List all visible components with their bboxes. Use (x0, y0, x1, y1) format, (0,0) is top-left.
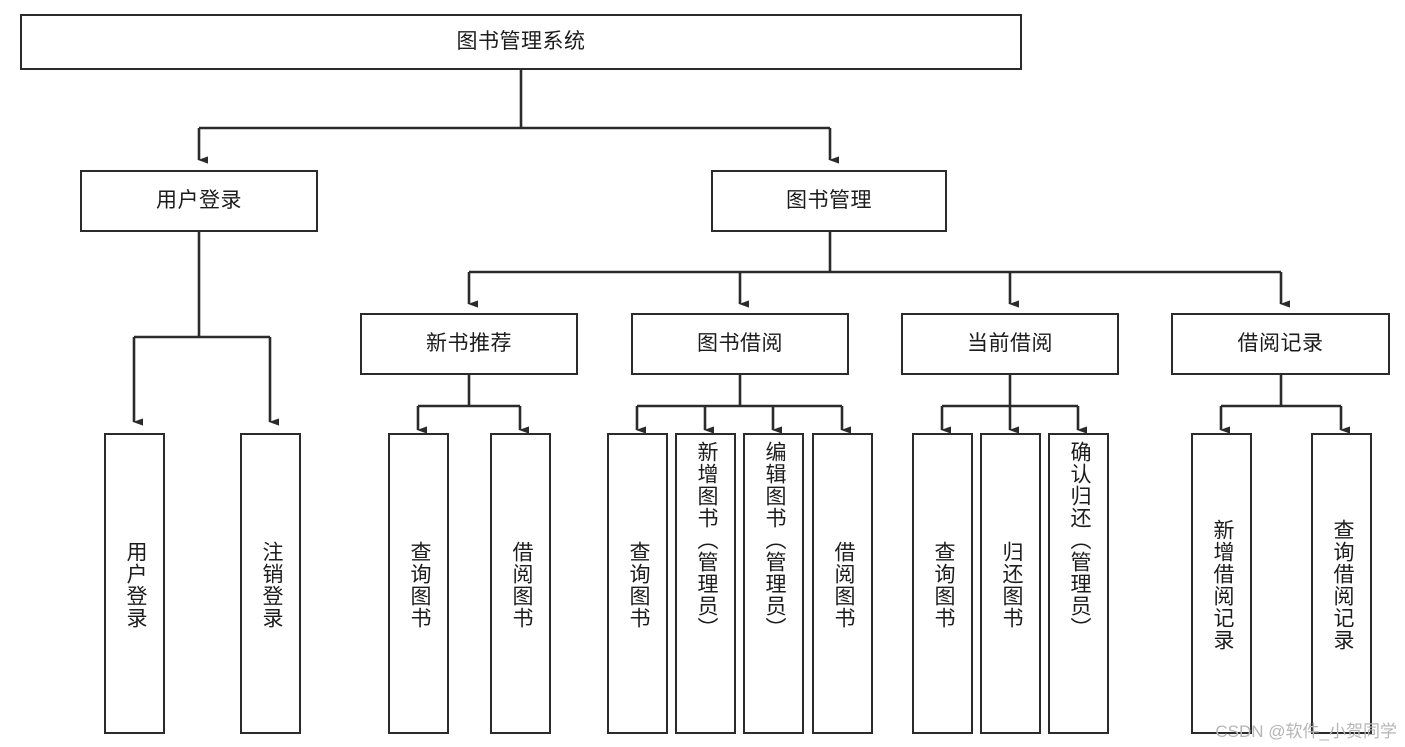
node-leaf-borrow-book-1[interactable]: 借阅图书 (490, 433, 551, 734)
node-leaf-confirm-return-label: 确认归还（管理员） (1067, 441, 1091, 639)
node-leaf-return-book[interactable]: 归还图书 (980, 433, 1041, 734)
node-leaf-add-book-label: 新增图书（管理员） (694, 441, 718, 639)
node-borrow-record[interactable]: 借阅记录 (1171, 313, 1390, 375)
node-user-login[interactable]: 用户登录 (80, 170, 318, 232)
node-leaf-edit-book[interactable]: 编辑图书（管理员） (743, 433, 804, 734)
node-leaf-user-logout-label: 注销登录 (259, 540, 283, 629)
node-book-manage-label: 图书管理 (786, 189, 872, 213)
node-leaf-query-book-2[interactable]: 查询图书 (607, 433, 668, 734)
node-borrow-record-label: 借阅记录 (1237, 332, 1324, 356)
node-leaf-query-book-3[interactable]: 查询图书 (912, 433, 973, 734)
node-leaf-return-book-label: 归还图书 (999, 540, 1023, 629)
node-leaf-borrow-book-2[interactable]: 借阅图书 (812, 433, 873, 734)
node-leaf-query-book-1-label: 查询图书 (407, 540, 431, 629)
node-leaf-edit-book-label: 编辑图书（管理员） (762, 441, 786, 639)
node-current-borrow[interactable]: 当前借阅 (901, 313, 1119, 375)
node-book-borrow-label: 图书借阅 (697, 332, 783, 356)
node-book-borrow[interactable]: 图书借阅 (631, 313, 849, 375)
node-leaf-add-record-label: 新增借阅记录 (1210, 518, 1234, 651)
node-new-book-rec-label: 新书推荐 (426, 332, 512, 356)
node-leaf-add-book[interactable]: 新增图书（管理员） (675, 433, 736, 734)
node-leaf-query-record[interactable]: 查询借阅记录 (1311, 433, 1372, 734)
node-leaf-borrow-book-2-label: 借阅图书 (831, 540, 855, 629)
node-leaf-borrow-book-1-label: 借阅图书 (509, 540, 533, 629)
node-leaf-query-book-2-label: 查询图书 (626, 540, 650, 629)
node-new-book-rec[interactable]: 新书推荐 (360, 313, 578, 375)
node-leaf-query-book-1[interactable]: 查询图书 (388, 433, 449, 734)
node-current-borrow-label: 当前借阅 (967, 332, 1053, 356)
node-root[interactable]: 图书管理系统 (20, 14, 1022, 70)
node-leaf-add-record[interactable]: 新增借阅记录 (1191, 433, 1252, 734)
node-leaf-user-login[interactable]: 用户登录 (104, 433, 165, 734)
node-leaf-user-logout[interactable]: 注销登录 (240, 433, 301, 734)
node-leaf-query-record-label: 查询借阅记录 (1330, 518, 1354, 651)
node-book-manage[interactable]: 图书管理 (711, 170, 947, 232)
node-leaf-user-login-label: 用户登录 (123, 540, 147, 629)
node-leaf-query-book-3-label: 查询图书 (931, 540, 955, 629)
node-root-label: 图书管理系统 (456, 30, 586, 54)
node-user-login-label: 用户登录 (156, 189, 242, 213)
node-leaf-confirm-return[interactable]: 确认归还（管理员） (1048, 433, 1109, 734)
